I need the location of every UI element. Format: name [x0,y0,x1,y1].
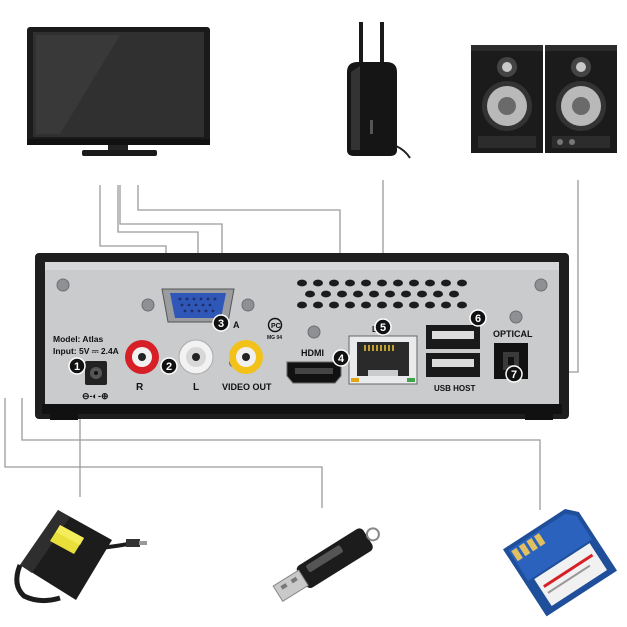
wire-usb-stick [4,398,323,508]
callout-5: 5 [374,318,392,336]
video-out-label: VIDEO OUT [222,382,272,392]
callout-7: 7 [505,365,523,383]
svg-text:7: 7 [511,369,517,381]
vent-grille [297,279,467,309]
svg-text:4: 4 [338,353,345,365]
vga-suffix-label: A [233,320,240,330]
svg-text:3: 3 [218,318,224,330]
panel-screws [56,278,548,367]
router-icon [347,22,411,159]
svg-text:1: 1 [74,361,80,373]
callout-6: 6 [469,309,487,327]
hdmi-label: HDMI [301,348,324,358]
svg-text:PC: PC [271,323,281,330]
callout-1: 1 [68,357,86,375]
callout-2: 2 [160,357,178,375]
optical-label: OPTICAL [493,329,533,339]
media-player-back-panel: A ⊖-◐-⊕ R L VIDEO OUT P [35,253,569,420]
rca-video-out-jack [229,340,263,374]
audio-left-label: L [193,382,199,393]
certification-logo: PC MG 04 [267,317,282,341]
speakers-icon [471,45,617,153]
svg-text:2: 2 [166,361,172,373]
sd-card-icon [502,509,618,617]
hdmi-port [286,361,342,384]
cert-code-label: MG 04 [267,335,282,341]
callout-3: 3 [212,314,230,332]
wire-sd-card [21,398,541,510]
usb-host-ports [426,325,480,377]
usb-host-label: USB HOST [434,384,475,393]
input-rating-label: Input: 5V ⎓ 2.4A [53,346,119,356]
audio-right-label: R [136,382,144,393]
rca-audio-left-jack [178,339,214,375]
model-label: Model: Atlas [53,334,103,344]
svg-text:5: 5 [380,322,386,334]
power-adapter-icon [14,510,147,604]
power-dc-jack [85,361,107,385]
svg-text:6: 6 [475,313,481,325]
lan-port [348,335,418,385]
callout-4: 4 [332,349,350,367]
tv-icon [27,27,210,156]
vga-port [161,288,235,323]
rca-audio-right-jack [125,340,159,374]
power-polarity-symbol: ⊖-◐-⊕ [82,391,109,401]
usb-stick-icon [272,527,380,603]
